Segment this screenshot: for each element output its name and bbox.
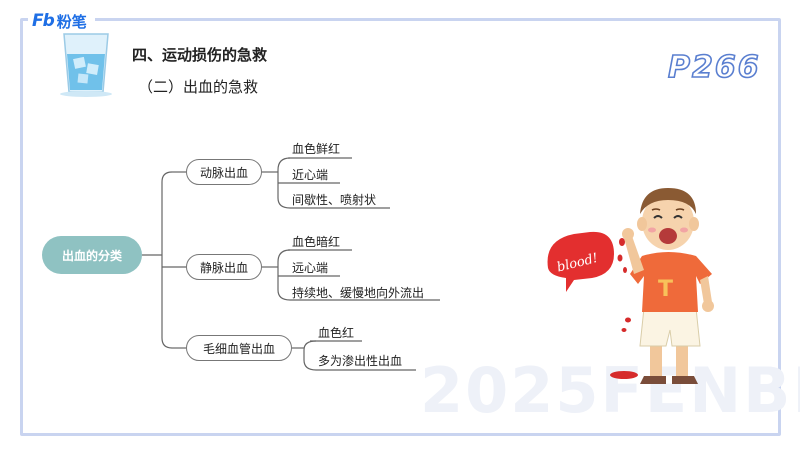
brand-logo: Fb 粉笔 xyxy=(28,10,95,32)
arterial-item-1: 血色鲜红 xyxy=(292,142,341,156)
page-number: P266 xyxy=(667,49,761,86)
venous-item-1: 血色暗红 xyxy=(292,235,341,249)
branch-arterial-bleeding: 动脉出血 xyxy=(186,159,262,185)
branch-venous-bleeding: 静脉出血 xyxy=(186,254,262,280)
branch-capillary-bleeding: 毛细血管出血 xyxy=(186,335,292,361)
capillary-item-2: 多为渗出性出血 xyxy=(318,354,403,368)
arterial-item-2: 近心端 xyxy=(292,168,329,182)
watermark: 2025FENBI xyxy=(420,354,800,427)
blood-speech-bubble: blood! xyxy=(547,231,614,292)
venous-item-2: 远心端 xyxy=(292,261,329,275)
water-glass-icon xyxy=(60,33,112,97)
logo-fb: Fb xyxy=(32,11,55,31)
section-subtitle: （二）出血的急救 xyxy=(138,78,259,96)
capillary-item-1: 血色红 xyxy=(318,326,355,340)
injured-boy-illustration: blood! T xyxy=(547,188,714,384)
logo-text: 粉笔 xyxy=(56,12,87,31)
shirt-letter: T xyxy=(658,277,673,302)
mindmap-root: 出血的分类 xyxy=(42,236,142,274)
venous-item-3: 持续地、缓慢地向外流出 xyxy=(292,286,425,300)
arterial-item-3: 间歇性、喷射状 xyxy=(292,193,377,207)
section-title: 四、运动损伤的急救 xyxy=(132,46,268,64)
